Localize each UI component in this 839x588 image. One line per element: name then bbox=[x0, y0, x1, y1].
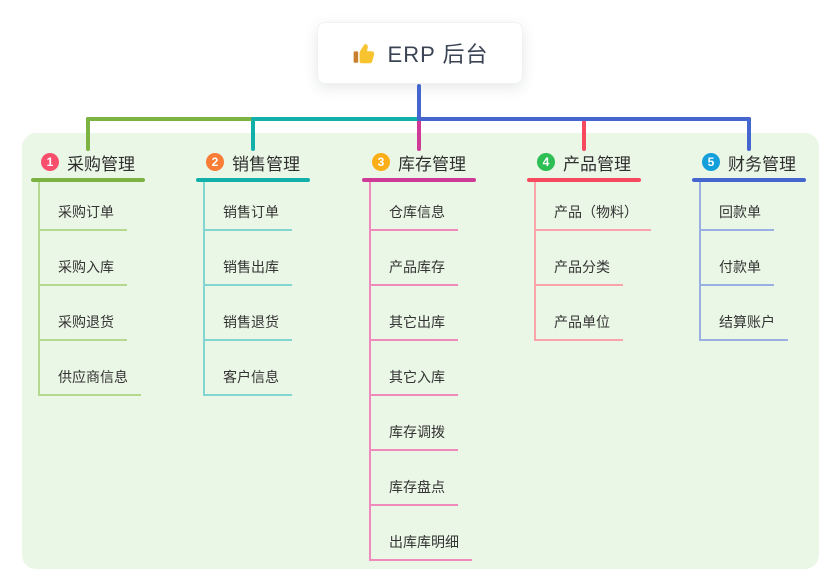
branch-finance-management: 5 财务管理 回款单 付款单 结算账户 bbox=[692, 150, 806, 341]
branch-children: 仓库信息 产品库存 其它出库 其它入库 库存调拨 库存盘点 出库库明细 bbox=[369, 182, 476, 561]
child-label: 其它出库 bbox=[389, 314, 445, 330]
child-node[interactable]: 产品单位 bbox=[536, 286, 623, 341]
branch-underline bbox=[31, 178, 145, 182]
branch-children: 产品（物料） 产品分类 产品单位 bbox=[534, 182, 651, 341]
branch-node-product[interactable]: 4 产品管理 bbox=[527, 150, 641, 174]
branch-underline bbox=[527, 178, 641, 182]
child-node[interactable]: 产品（物料） bbox=[536, 182, 651, 231]
child-label: 产品单位 bbox=[554, 314, 610, 330]
branches-panel bbox=[22, 133, 819, 569]
child-node[interactable]: 其它出库 bbox=[371, 286, 458, 341]
root-node-title: ERP 后台 bbox=[387, 42, 489, 67]
connector-horizontal-teal bbox=[251, 117, 421, 121]
child-label: 付款单 bbox=[719, 259, 761, 275]
child-label: 产品库存 bbox=[389, 259, 445, 275]
connector-drop-inventory bbox=[417, 117, 421, 151]
child-node[interactable]: 客户信息 bbox=[205, 341, 292, 396]
branch-number-badge: 5 bbox=[702, 153, 720, 171]
branch-number-badge: 3 bbox=[372, 153, 390, 171]
child-node[interactable]: 采购入库 bbox=[40, 231, 127, 286]
connector-drop-product bbox=[582, 117, 586, 151]
connector-horizontal-green bbox=[86, 117, 255, 121]
branch-number-badge: 1 bbox=[41, 153, 59, 171]
child-node[interactable]: 销售出库 bbox=[205, 231, 292, 286]
child-label: 出库库明细 bbox=[389, 534, 459, 550]
branch-label: 库存管理 bbox=[398, 154, 466, 174]
child-label: 销售订单 bbox=[223, 204, 279, 220]
connector-root-vertical bbox=[417, 84, 421, 121]
child-label: 产品（物料） bbox=[554, 204, 638, 220]
branch-number-badge: 4 bbox=[537, 153, 555, 171]
child-label: 采购退货 bbox=[58, 314, 114, 330]
child-node[interactable]: 回款单 bbox=[701, 182, 774, 231]
child-node[interactable]: 供应商信息 bbox=[40, 341, 141, 396]
connector-horizontal-blue bbox=[417, 117, 751, 121]
child-label: 产品分类 bbox=[554, 259, 610, 275]
child-label: 客户信息 bbox=[223, 369, 279, 385]
child-node[interactable]: 出库库明细 bbox=[371, 506, 472, 561]
branch-node-purchase[interactable]: 1 采购管理 bbox=[31, 150, 145, 174]
child-label: 采购订单 bbox=[58, 204, 114, 220]
branch-children: 采购订单 采购入库 采购退货 供应商信息 bbox=[38, 182, 145, 396]
branch-inventory-management: 3 库存管理 仓库信息 产品库存 其它出库 其它入库 库存调拨 库存盘点 出库库… bbox=[362, 150, 476, 561]
child-node[interactable]: 销售退货 bbox=[205, 286, 292, 341]
branch-purchase-management: 1 采购管理 采购订单 采购入库 采购退货 供应商信息 bbox=[31, 150, 145, 396]
branch-label: 销售管理 bbox=[232, 154, 300, 174]
child-label: 销售出库 bbox=[223, 259, 279, 275]
branch-underline bbox=[196, 178, 310, 182]
branch-product-management: 4 产品管理 产品（物料） 产品分类 产品单位 bbox=[527, 150, 651, 341]
connector-drop-purchase bbox=[86, 117, 90, 151]
child-label: 库存调拨 bbox=[389, 424, 445, 440]
child-node[interactable]: 采购订单 bbox=[40, 182, 127, 231]
child-node[interactable]: 结算账户 bbox=[701, 286, 788, 341]
thumbs-up-icon bbox=[353, 44, 374, 64]
branch-children: 回款单 付款单 结算账户 bbox=[699, 182, 806, 341]
child-node[interactable]: 库存调拨 bbox=[371, 396, 458, 451]
child-node[interactable]: 产品库存 bbox=[371, 231, 458, 286]
branch-label: 采购管理 bbox=[67, 154, 135, 174]
root-node[interactable]: ERP 后台 bbox=[317, 22, 523, 84]
child-node[interactable]: 其它入库 bbox=[371, 341, 458, 396]
child-node[interactable]: 采购退货 bbox=[40, 286, 127, 341]
child-label: 回款单 bbox=[719, 204, 761, 220]
branch-label: 财务管理 bbox=[728, 154, 796, 174]
child-node[interactable]: 仓库信息 bbox=[371, 182, 458, 231]
child-label: 库存盘点 bbox=[389, 479, 445, 495]
branch-underline bbox=[362, 178, 476, 182]
child-label: 仓库信息 bbox=[389, 204, 445, 220]
connector-drop-sales bbox=[251, 117, 255, 151]
connector-drop-finance bbox=[747, 117, 751, 151]
child-label: 结算账户 bbox=[719, 314, 775, 330]
branch-node-inventory[interactable]: 3 库存管理 bbox=[362, 150, 476, 174]
branch-node-finance[interactable]: 5 财务管理 bbox=[692, 150, 806, 174]
child-node[interactable]: 销售订单 bbox=[205, 182, 292, 231]
branch-sales-management: 2 销售管理 销售订单 销售出库 销售退货 客户信息 bbox=[196, 150, 310, 396]
child-label: 供应商信息 bbox=[58, 369, 128, 385]
branch-children: 销售订单 销售出库 销售退货 客户信息 bbox=[203, 182, 310, 396]
branch-label: 产品管理 bbox=[563, 154, 631, 174]
child-label: 其它入库 bbox=[389, 369, 445, 385]
child-label: 采购入库 bbox=[58, 259, 114, 275]
branch-underline bbox=[692, 178, 806, 182]
child-label: 销售退货 bbox=[223, 314, 279, 330]
branch-node-sales[interactable]: 2 销售管理 bbox=[196, 150, 310, 174]
child-node[interactable]: 产品分类 bbox=[536, 231, 623, 286]
child-node[interactable]: 库存盘点 bbox=[371, 451, 458, 506]
branch-number-badge: 2 bbox=[206, 153, 224, 171]
child-node[interactable]: 付款单 bbox=[701, 231, 774, 286]
